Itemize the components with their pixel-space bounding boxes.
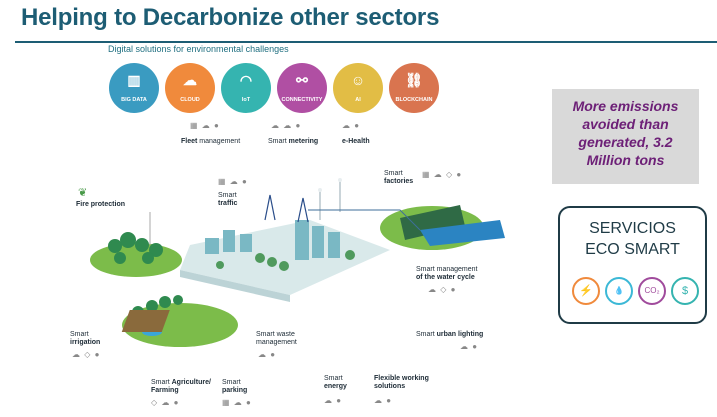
traffic-benefit-icons: ▦ ☁ ● — [218, 177, 248, 186]
ehealth-benefit-icons: ☁ ● — [342, 121, 361, 130]
category-label: CLOUD — [180, 97, 200, 103]
bars-icon: ▥ — [127, 72, 141, 88]
smart-agriculture-label: Smart Agriculture/Farming — [151, 379, 211, 394]
category-label: BIG DATA — [121, 97, 147, 103]
fire-protection-label: Fire protection — [76, 201, 126, 208]
water-benefit-icons: ☁ ◇ ● — [428, 285, 457, 294]
wifi-icon: ◠ — [239, 72, 253, 88]
page-title: Helping to Decarbonize other sectors — [21, 4, 440, 31]
lighting-benefit-icons: ☁ ● — [460, 342, 479, 351]
category-blockchain: ⛓ BLOCKCHAIN — [389, 63, 439, 113]
agriculture-benefit-icons: ◇ ☁ ● — [151, 398, 180, 407]
category-iot: ◠ IoT — [221, 63, 271, 113]
title-underline — [15, 41, 717, 43]
energy-icon: ⚡ — [572, 277, 600, 305]
diagram-subtitle: Digital solutions for environmental chal… — [108, 44, 289, 54]
irrigation-benefit-icons: ☁ ◇ ● — [72, 350, 101, 359]
category-big-data: ▥ BIG DATA — [109, 63, 159, 113]
category-label: BLOCKCHAIN — [395, 97, 433, 103]
head-icon: ☺ — [350, 72, 366, 88]
metering-benefit-icons: ☁ ☁ ● — [271, 121, 302, 130]
money-cycle-icon: $ — [671, 277, 699, 305]
fire-leaf-icon: ❦ — [78, 187, 89, 199]
factories-benefit-icons: ▦ ☁ ◇ ● — [422, 170, 463, 179]
category-ai: ☺ AI — [333, 63, 383, 113]
smart-city-illustration — [90, 178, 505, 347]
network-icon: ⚯ — [296, 72, 308, 88]
co2-icon: CO₂ — [638, 277, 666, 305]
fleet-management-label: Fleet management — [181, 138, 241, 145]
emissions-callout: More emissions avoided than generated, 3… — [552, 89, 699, 184]
urban-lighting-label: Smart urban lighting — [416, 331, 484, 338]
category-cloud: ☁ CLOUD — [165, 63, 215, 113]
category-connectivity: ⚯ CONNECTIVITY — [277, 63, 327, 113]
energy-benefit-icons: ☁ ● — [324, 396, 343, 405]
cloud-icon: ☁ — [183, 72, 197, 88]
category-label: CONNECTIVITY — [281, 97, 323, 103]
ehealth-label: e-Health — [342, 138, 370, 145]
chain-icon: ⛓ — [405, 72, 423, 88]
category-label: AI — [355, 97, 361, 103]
waste-benefit-icons: ☁ ● — [258, 350, 277, 359]
smart-metering-label: Smart metering — [268, 138, 319, 145]
water-drop-icon: 💧 — [605, 277, 633, 305]
parking-benefit-icons: ▦ ☁ ● — [222, 398, 252, 407]
fleet-benefit-icons: ▦ ☁ ● — [190, 121, 220, 130]
category-label: IoT — [241, 97, 251, 103]
flex-benefit-icons: ☁ ● — [374, 396, 393, 405]
emissions-callout-text: More emissions avoided than generated, 3… — [572, 98, 679, 168]
